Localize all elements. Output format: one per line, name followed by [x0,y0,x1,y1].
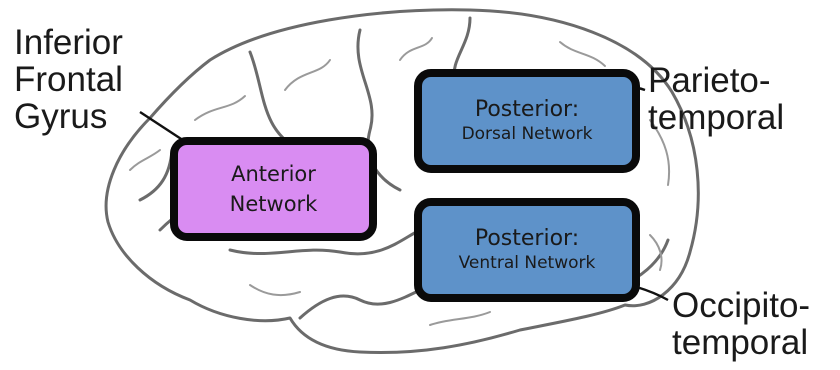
occipito-temporal-line-1: Occipito- [672,287,810,324]
occipito-temporal-label: Occipito- temporal [672,287,810,361]
ventral-network-line-2: Ventral Network [459,252,596,275]
dorsal-network-line-2: Dorsal Network [462,123,593,146]
inferior-frontal-line-1: Inferior [14,24,123,61]
occipito-temporal-line-2: temporal [672,324,810,361]
anterior-network-line-1: Anterior [231,159,316,189]
ventral-network-box: Posterior: Ventral Network [414,198,640,302]
inferior-frontal-gyrus-label: Inferior Frontal Gyrus [14,24,123,135]
parieto-temporal-line-1: Parieto- [648,62,784,99]
anterior-network-line-2: Network [230,189,318,219]
inferior-frontal-line-3: Gyrus [14,98,123,135]
parieto-temporal-label: Parieto- temporal [648,62,784,136]
anterior-network-box: Anterior Network [170,137,377,241]
ventral-network-line-1: Posterior: [475,225,579,252]
parieto-temporal-line-2: temporal [648,99,784,136]
inferior-frontal-line-2: Frontal [14,61,123,98]
dorsal-network-box: Posterior: Dorsal Network [414,69,640,173]
dorsal-network-line-1: Posterior: [475,96,579,123]
